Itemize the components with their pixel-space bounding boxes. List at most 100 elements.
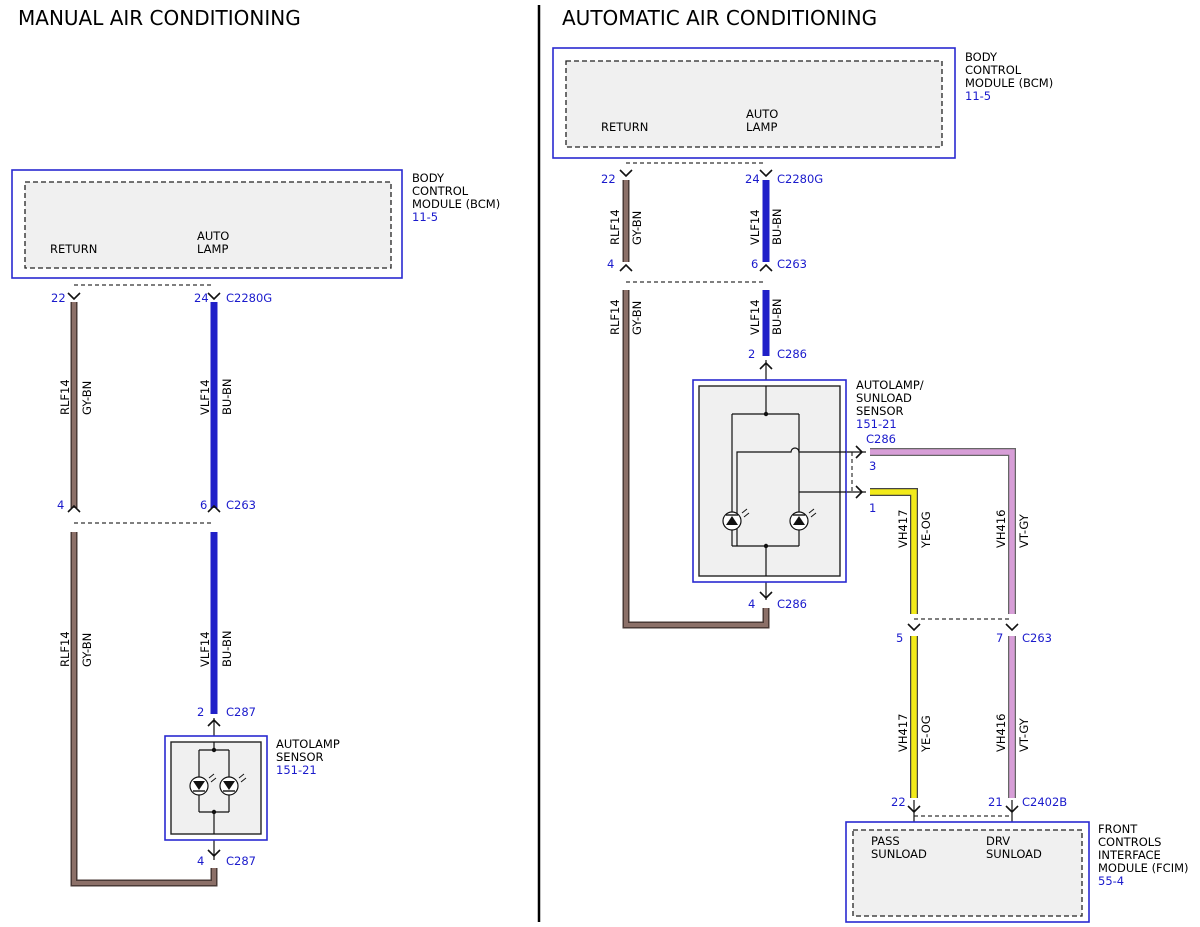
manual-pin4-arrow	[67, 504, 81, 513]
auto-bcm-name-line2: CONTROL	[965, 63, 1022, 77]
auto-sensor-name-line2: SUNLOAD	[856, 391, 912, 405]
auto-autolamp-sunload-sensor	[692, 379, 847, 583]
auto-bcm-pin-return: RETURN	[601, 120, 648, 134]
manual-pin-24: 24	[194, 291, 209, 305]
auto-fcim-pin-drv-line2: SUNLOAD	[986, 847, 1042, 861]
auto-bcm-name-line1: BODY	[965, 50, 998, 64]
auto-wire-vh416-upper	[870, 448, 1016, 614]
manual-label-rlf14-upper: RLF14	[58, 379, 72, 415]
auto-label-vh417-upper: VH417	[896, 510, 910, 548]
auto-label-vlf14-lower: VLF14	[748, 299, 762, 335]
auto-label-vlf14-upper: VLF14	[748, 209, 762, 245]
manual-connector-c263: C263	[226, 498, 256, 512]
manual-photodiode-left-icon	[189, 773, 217, 796]
manual-sensor-pin-2: 2	[197, 705, 204, 719]
manual-title: MANUAL AIR CONDITIONING	[18, 6, 301, 30]
auto-connector-c263-lower: C263	[1022, 631, 1052, 645]
auto-connector-c263-upper: C263	[777, 257, 807, 271]
auto-bcm-pin-auto-line1: AUTO	[746, 107, 778, 121]
auto-label-rlf14-lower: RLF14	[608, 299, 622, 335]
auto-label-gybn-upper: GY-BN	[630, 211, 644, 245]
auto-sensor-pin-1: 1	[869, 501, 876, 515]
auto-bcm-ref: 11-5	[965, 89, 991, 103]
auto-sensor-name-line1: AUTOLAMP/	[856, 378, 924, 392]
auto-label-rlf14-upper: RLF14	[608, 209, 622, 245]
manual-sensor-connector-top: C287	[226, 705, 256, 719]
auto-fcim-pin-drv-line1: DRV	[986, 834, 1010, 848]
auto-label-vh416-upper: VH416	[994, 510, 1008, 548]
manual-sensor-name-line2: SENSOR	[276, 750, 324, 764]
manual-label-gybn-upper: GY-BN	[80, 381, 94, 415]
manual-bcm-ref: 11-5	[412, 210, 438, 224]
manual-sensor-ref: 151-21	[276, 763, 317, 777]
auto-label-yeog-lower: YE-OG	[919, 715, 933, 753]
manual-label-vlf14-lower: VLF14	[198, 631, 212, 667]
manual-bcm-pin-auto-line2: LAMP	[197, 242, 228, 256]
auto-sensor-pin-4: 4	[748, 597, 755, 611]
manual-bcm-module: RETURN AUTO LAMP	[11, 169, 403, 279]
auto-pin-24: 24	[745, 172, 760, 186]
manual-pin6-arrow	[207, 504, 221, 513]
automatic-title: AUTOMATIC AIR CONDITIONING	[562, 6, 877, 30]
auto-c263-pin5-arrow	[907, 623, 921, 632]
manual-label-rlf14-lower: RLF14	[58, 631, 72, 667]
auto-label-vh416-lower: VH416	[994, 714, 1008, 752]
auto-pin4-arrow	[619, 263, 633, 272]
manual-autolamp-sensor	[164, 735, 268, 841]
manual-label-bubn-lower: BU-BN	[220, 630, 234, 667]
auto-label-vtgy-lower: VT-GY	[1017, 717, 1031, 752]
auto-fcim-name-line2: CONTROLS	[1098, 835, 1161, 849]
auto-pin6-arrow	[759, 263, 773, 272]
manual-pin-22: 22	[51, 291, 66, 305]
auto-fcim-ref: 55-4	[1098, 874, 1124, 888]
auto-fcim-name-line1: FRONT	[1098, 822, 1138, 836]
manual-sensor-pin-4: 4	[197, 854, 204, 868]
auto-pin-4: 4	[607, 257, 614, 271]
auto-bcm-name-line3: MODULE (BCM)	[965, 76, 1053, 90]
manual-pin-4: 4	[57, 498, 64, 512]
auto-sensor-connector-top: C286	[777, 347, 807, 361]
manual-pin-6: 6	[200, 498, 207, 512]
manual-connector-c2280g: C2280G	[226, 291, 272, 305]
auto-fcim-pin-pass-line1: PASS	[871, 834, 900, 848]
auto-photodiode-left-icon	[722, 508, 750, 531]
auto-connector-c2402b: C2402B	[1022, 795, 1067, 809]
manual-photodiode-right-icon	[219, 773, 247, 796]
auto-sensor-pin-3: 3	[869, 459, 876, 473]
auto-label-yeog-upper: YE-OG	[919, 511, 933, 549]
manual-bcm-pin-auto-line1: AUTO	[197, 229, 229, 243]
auto-fcim-pin-22: 22	[891, 795, 906, 809]
auto-label-bubn-lower: BU-BN	[770, 298, 784, 335]
auto-c263-pin-5: 5	[896, 631, 903, 645]
auto-label-vtgy-upper: VT-GY	[1017, 513, 1031, 548]
manual-label-vlf14-upper: VLF14	[198, 379, 212, 415]
auto-label-gybn-lower: GY-BN	[630, 301, 644, 335]
manual-bcm-name-line3: MODULE (BCM)	[412, 197, 500, 211]
manual-pin24-arrow	[207, 292, 221, 301]
auto-bcm-pin-auto-line2: LAMP	[746, 120, 777, 134]
manual-pin22-arrow	[67, 292, 81, 301]
auto-label-bubn-upper: BU-BN	[770, 208, 784, 245]
auto-fcim-name-line4: MODULE (FCIM)	[1098, 861, 1189, 875]
manual-bcm-name-line1: BODY	[412, 171, 445, 185]
auto-sensor-connector-side: C286	[866, 432, 896, 446]
auto-pin24-arrow	[759, 169, 773, 178]
auto-fcim-pin-21: 21	[988, 795, 1003, 809]
manual-sensor-connector-bottom: C287	[226, 854, 256, 868]
auto-photodiode-right-icon	[789, 508, 817, 531]
auto-sensor-ref: 151-21	[856, 417, 897, 431]
auto-fcim-module: PASS SUNLOAD DRV SUNLOAD	[845, 821, 1090, 923]
manual-label-bubn-upper: BU-BN	[220, 378, 234, 415]
auto-sensor-pin-2: 2	[748, 347, 755, 361]
auto-fcim-name-line3: INTERFACE	[1098, 848, 1161, 862]
auto-fcim-pin-pass-line2: SUNLOAD	[871, 847, 927, 861]
automatic-bcm-module: RETURN AUTO LAMP	[552, 47, 956, 159]
auto-connector-c2280g: C2280G	[777, 172, 823, 186]
manual-bcm-pin-return: RETURN	[50, 242, 97, 256]
manual-label-gybn-lower: GY-BN	[80, 633, 94, 667]
manual-bcm-name-line2: CONTROL	[412, 184, 469, 198]
auto-pin-22: 22	[601, 172, 616, 186]
auto-label-vh417-lower: VH417	[896, 714, 910, 752]
auto-c263-pin-7: 7	[996, 631, 1003, 645]
